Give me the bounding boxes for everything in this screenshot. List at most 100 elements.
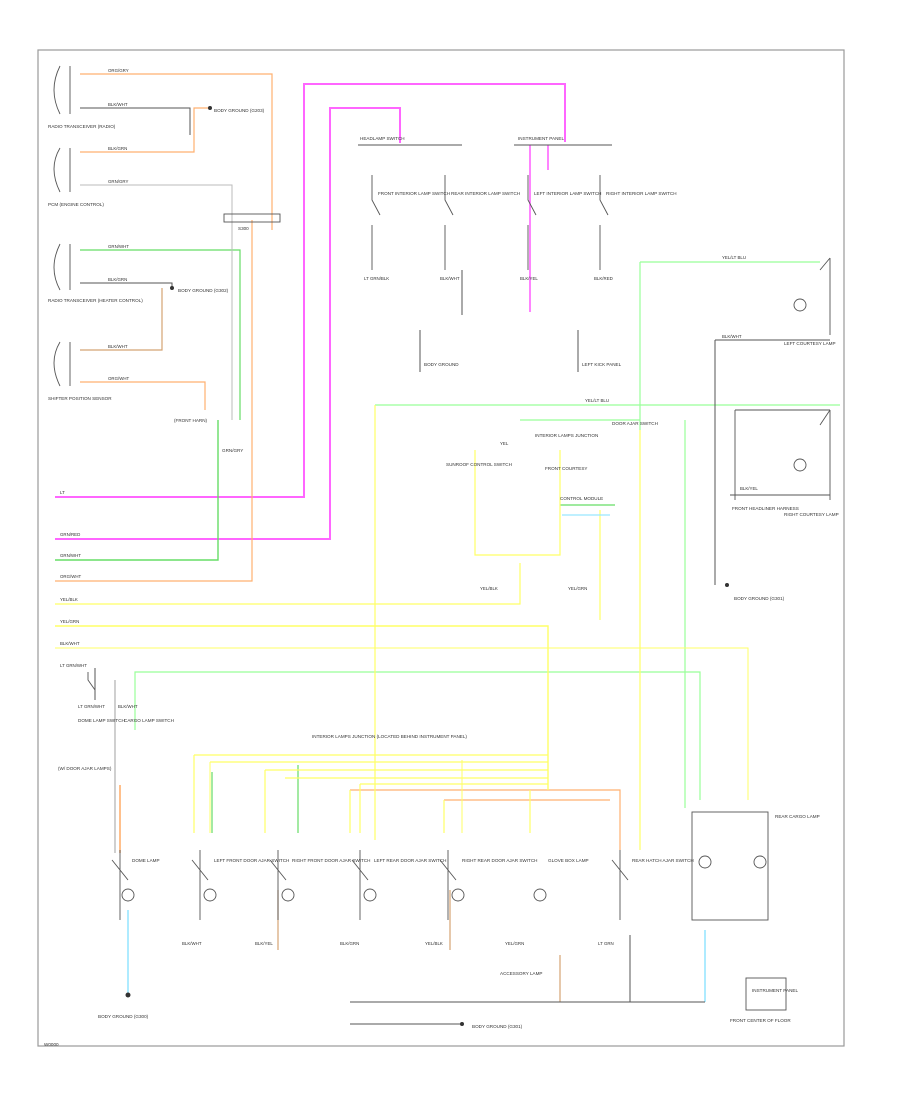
lower-left-note: (W/ DOOR AJAR LAMPS) [58,766,112,771]
switch-4 [599,175,609,270]
bottom-ground-2: BODY GROUND (G301) [472,1024,523,1029]
bottom-item-8: REAR CARGO LAMP [775,814,820,819]
connector-4-body [53,341,71,387]
bottom-switch-7 [611,850,629,920]
bottom-header: INTERIOR LAMPS JUNCTION (LOCATED BEHIND … [312,734,467,739]
footer-code: W0000 [44,1042,59,1047]
middle-wire-2: YEL [500,441,509,446]
ul-splice: S300 [238,226,249,231]
right-lamp-box [734,409,830,500]
orange-wire-3 [80,381,206,410]
connector-3-body [53,243,71,291]
pink-wire-grn-red [55,107,401,540]
bottom-ground-1: BODY GROUND (G300) [98,1014,149,1019]
ul-wire-7: BLK/WHT [108,344,128,349]
black-wire-1 [80,107,191,135]
orange-wire-2 [80,107,210,153]
bottom-ground-3: FRONT CENTER OF FLOOR [730,1018,791,1023]
yellow-wire-2 [55,563,521,605]
left-input-yel-blk: YEL/BLK [60,597,78,602]
bottom-item-1: DOME LAMP [132,858,160,863]
left-input-lt: LT [60,490,65,495]
switch-group-2: INSTRUMENT PANEL [518,136,564,141]
bottom-wire-2: BLK/YEL [255,941,273,946]
top-switch-labels: HEADLAMP SWITCH INSTRUMENT PANEL FRONT I… [360,136,677,367]
splice-dot-2 [170,286,174,290]
bottom-switch-4-bulb [363,888,377,902]
lower-left-switch [87,672,96,691]
bottom-switch-3 [269,850,287,920]
lower-left-group [87,672,96,691]
switch-ground-2: LEFT KICK PANEL [582,362,622,367]
bottom-switch-3-bulb [281,888,295,902]
ul-ground-1: BODY GROUND (G203) [214,108,265,113]
ul-wire-2: BLK/WHT [108,102,128,107]
lower-left-wire-2: BLK/WHT [118,704,138,709]
switch-2 [444,175,454,270]
bottom-wire-1: BLK/WHT [182,941,202,946]
bottom-ground-dot-1 [125,992,131,998]
bottom-item-7: REAR HATCH AJAR SWITCH [632,858,694,863]
right-ground-dot [725,583,729,587]
middle-label-5: DOOR AJAR SWITCH [612,421,658,426]
switch-ground-1: BODY GROUND [424,362,459,367]
switch-wire-1: LT GRN/BLK [364,276,389,281]
bottom-ground-dot-2 [460,1022,464,1026]
cargo-lamp-box [691,811,769,921]
right-lamp-wire-3: BLK/YEL [740,486,758,491]
ul-wire-3: BLK/GRN [108,146,127,151]
upper-left-connectors [53,65,281,387]
green-wire-1 [80,249,241,420]
middle-wire-3: YEL/BLK [480,586,498,591]
splice-dot-1 [208,106,212,110]
right-lamp-ground: BODY GROUND (G301) [734,596,785,601]
bottom-wire-4: YEL/BLK [425,941,443,946]
left-input-grn-wht: GRN/WHT [60,553,81,558]
ul-note-2: GRN/GRY [222,448,243,453]
connector-1-body [53,65,71,115]
grey-wire-1 [80,184,233,420]
switch-item-4: RIGHT INTERIOR LAMP SWITCH [606,191,677,196]
green-wires [55,249,840,833]
diagram-frame [37,49,845,1047]
bottom-switch-5 [439,850,457,920]
yellow-wire-3 [55,625,549,790]
left-input-grn-red: GRN/RED [60,532,80,537]
ul-note-1: (FRONT HARN) [174,418,208,423]
cargo-lamp-bulb-2 [753,855,767,869]
middle-wire-4: YEL/GRN [568,586,587,591]
switch-item-2: REAR INTERIOR LAMP SWITCH [451,191,520,196]
switch-group-1: HEADLAMP SWITCH [360,136,405,141]
pink-wire-lt [55,83,566,498]
right-ground-box [745,977,787,1011]
middle-labels: INTERIOR LAMPS JUNCTION SUNROOF CONTROL … [446,398,658,591]
green-wire-2 [55,420,219,561]
lower-left-item-2: CARGO LAMP SWITCH [124,718,174,723]
middle-label-1: INTERIOR LAMPS JUNCTION [535,433,598,438]
top-switch-group [358,144,612,270]
bottom-row-components [111,811,787,1026]
switch-1 [371,175,381,270]
connector-label-1: RADIO TRANSCEIVER (RADIO) [48,124,116,129]
misc-wires [80,107,830,1025]
connector-label-4: SHIFTER POSITION SENSOR [48,396,112,401]
lower-left-item-1: DOME LAMP SWITCH [78,718,125,723]
right-lamp-note: FRONT HEADLINER HARNESS [732,506,799,511]
right-lamp-labels: LEFT COURTESY LAMP RIGHT COURTESY LAMP Y… [722,255,839,601]
switch-wire-2: BLK/WHT [440,276,460,281]
left-input-labels: LT GRN/RED GRN/WHT ORG/WHT YEL/BLK YEL/G… [60,490,87,668]
lower-left-labels: DOME LAMP SWITCH CARGO LAMP SWITCH LT GR… [58,704,174,771]
middle-wire-1: YEL/LT BLU [585,398,609,403]
bottom-item-5: RIGHT REAR DOOR AJAR SWITCH [462,858,537,863]
cargo-lamp-bulb-1 [698,855,712,869]
bottom-row-labels: INTERIOR LAMPS JUNCTION (LOCATED BEHIND … [98,734,820,1029]
bottom-switch-4 [351,850,369,920]
right-lamp-item-2: RIGHT COURTESY LAMP [784,512,839,517]
glove-box-lamp-bulb [533,888,547,902]
connector-label-3: RADIO TRANSCEIVER (HEATER CONTROL) [48,298,143,303]
ul-wire-8: ORG/WHT [108,376,130,381]
right-lamp-item-1: LEFT COURTESY LAMP [784,341,836,346]
bottom-lamp-1 [111,850,129,920]
right-lamp-wire-1: YEL/LT BLU [722,255,746,260]
